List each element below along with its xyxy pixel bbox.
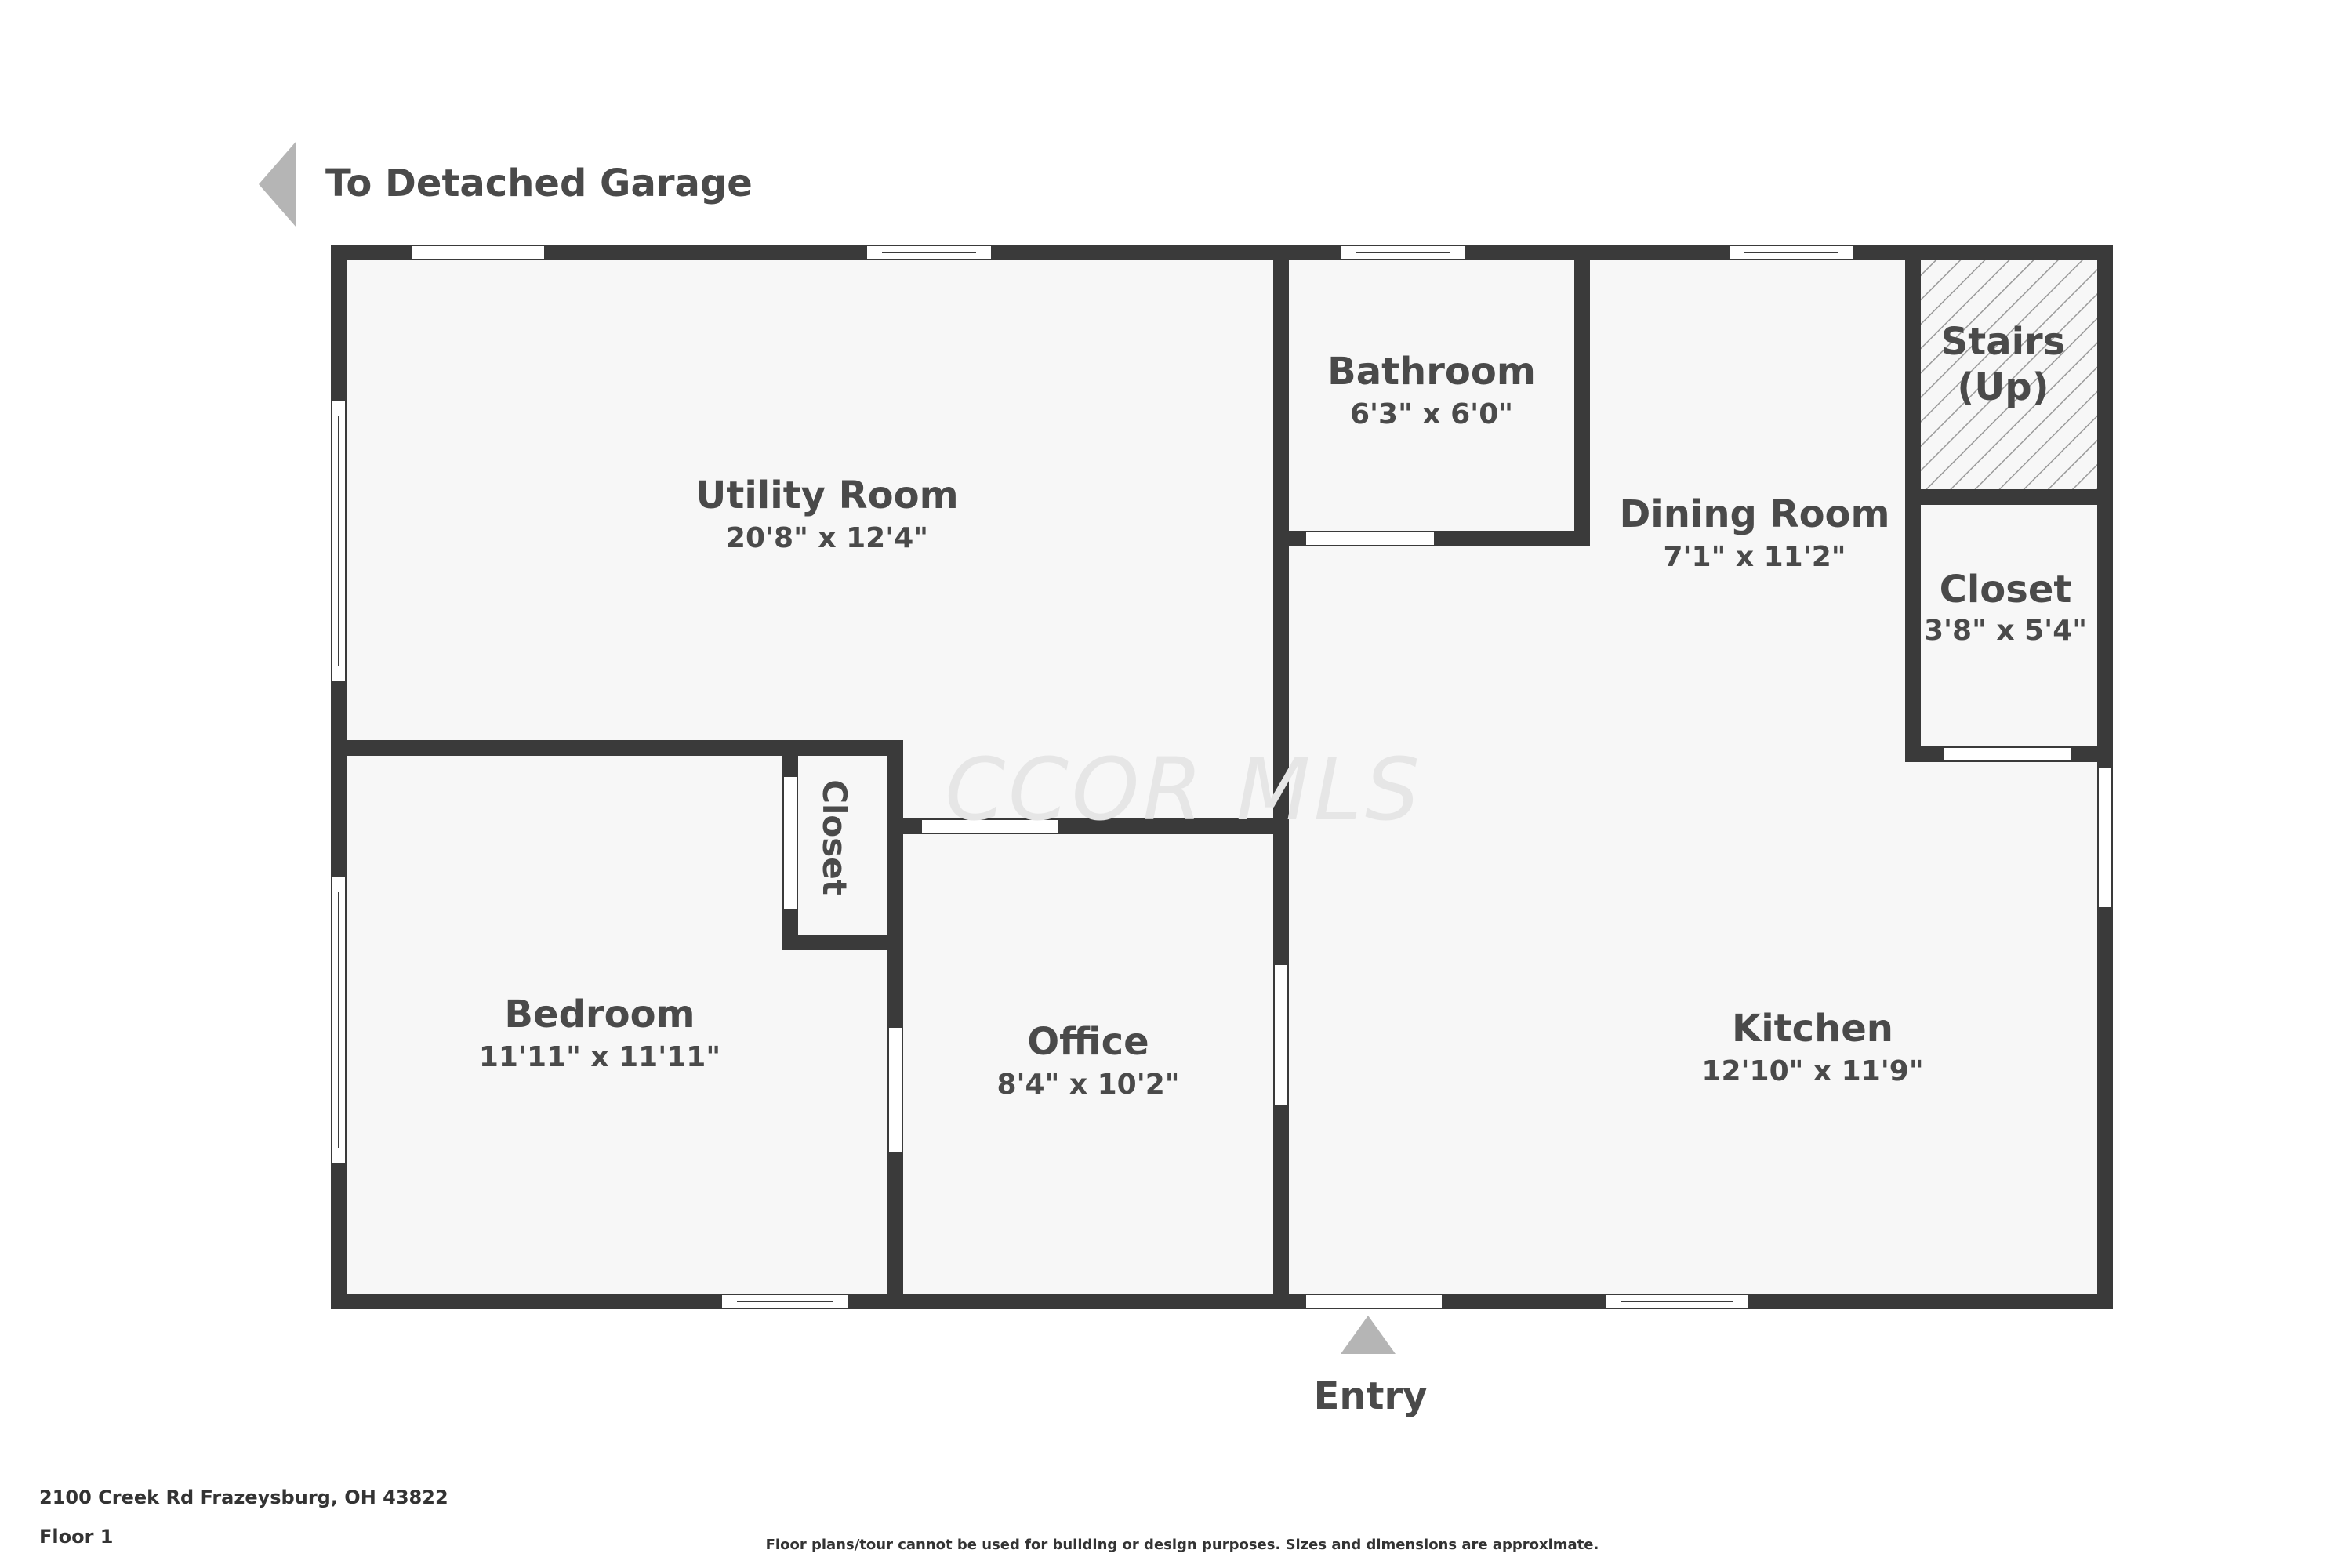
kitchen-dims: 12'10" x 11'9" xyxy=(1701,1055,1923,1087)
bathroom-name: Bathroom xyxy=(1327,350,1536,394)
bedroom-dims: 11'11" x 11'11" xyxy=(479,1041,720,1073)
stairs-label-line1: Stairs xyxy=(1941,320,2066,364)
garage-label: To Detached Garage xyxy=(325,162,753,205)
window-lines xyxy=(338,252,1838,1302)
stairs-hatch xyxy=(1913,260,2097,489)
bedroom-name: Bedroom xyxy=(504,993,695,1036)
closet-small-name: Closet xyxy=(815,779,854,895)
entry-label: Entry xyxy=(1314,1374,1428,1418)
utility-room-name: Utility Room xyxy=(695,474,958,517)
bathroom-dims: 6'3" x 6'0" xyxy=(1350,398,1513,430)
dining-room-dims: 7'1" x 11'2" xyxy=(1663,541,1846,573)
closet-right-dims: 3'8" x 5'4" xyxy=(1924,615,2087,647)
watermark: CCOR MLS xyxy=(945,739,1423,840)
dining-room-name: Dining Room xyxy=(1619,492,1889,536)
floor-label: Floor 1 xyxy=(39,1526,114,1548)
left-arrow-icon xyxy=(259,141,296,227)
office-name: Office xyxy=(1027,1020,1149,1064)
openings xyxy=(331,245,2113,1309)
floor-area xyxy=(337,252,2105,1303)
kitchen-name: Kitchen xyxy=(1732,1007,1893,1051)
utility-room-dims: 20'8" x 12'4" xyxy=(726,522,928,554)
up-arrow-icon xyxy=(1341,1316,1396,1354)
closet-right-name: Closet xyxy=(1940,568,2072,612)
disclaimer: Floor plans/tour cannot be used for buil… xyxy=(766,1537,1599,1553)
office-dims: 8'4" x 10'2" xyxy=(996,1069,1179,1101)
stairs-label-line2: (Up) xyxy=(1957,365,2049,409)
address: 2100 Creek Rd Frazeysburg, OH 43822 xyxy=(39,1486,448,1508)
